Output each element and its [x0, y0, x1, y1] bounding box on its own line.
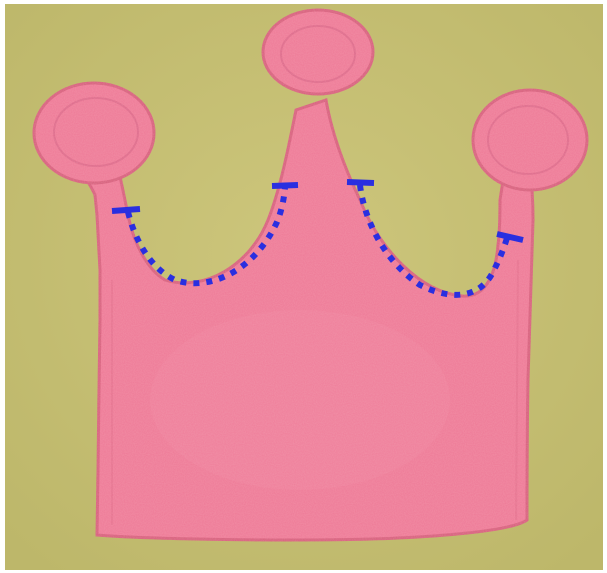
- crown-right-ball: [473, 90, 587, 190]
- fabric-highlight: [150, 310, 450, 490]
- left-seam-end-tick: [272, 185, 298, 186]
- right-seam-start-tick: [347, 182, 374, 183]
- left-seam-start-tick: [112, 209, 140, 211]
